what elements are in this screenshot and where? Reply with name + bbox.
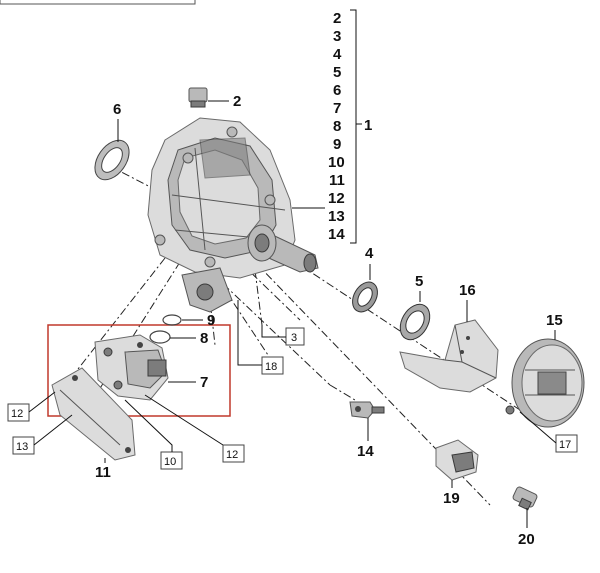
boxed-ref-10: 10 (160, 451, 183, 470)
callout-11: 11 (95, 464, 111, 481)
boxed-ref-13: 13 (12, 436, 35, 455)
highlight-frame (47, 324, 231, 417)
part-drum-cover (505, 338, 585, 428)
part-oring-9 (162, 314, 182, 326)
cropped-header-frame (0, 0, 196, 5)
kit-item-14: 14 (328, 226, 345, 243)
kit-item-13: 13 (328, 208, 345, 225)
kit-item-5: 5 (333, 64, 341, 81)
kit-item-2: 2 (333, 10, 341, 27)
kit-item-3: 3 (333, 28, 341, 45)
part-heat-shield (399, 319, 499, 393)
boxed-ref-3: 3 (285, 327, 305, 346)
callout-16: 16 (459, 282, 476, 299)
svg-text:3: 3 (291, 332, 297, 344)
svg-text:12: 12 (226, 449, 238, 461)
kit-item-7: 7 (333, 100, 341, 117)
kit-item-12: 12 (328, 190, 345, 207)
part-gearbox-housing (147, 117, 319, 313)
kit-item-4: 4 (333, 46, 342, 63)
callout-1: 1 (364, 117, 372, 134)
part-actuator-unit (94, 334, 169, 401)
svg-text:18: 18 (265, 361, 277, 373)
svg-text:13: 13 (16, 441, 28, 453)
callout-9: 9 (207, 312, 215, 329)
part-seal-ring-5 (399, 303, 431, 341)
callout-4: 4 (365, 245, 374, 262)
part-seal-ring-4 (352, 281, 378, 313)
callout-5: 5 (415, 273, 423, 290)
kit-item-9: 9 (333, 136, 341, 153)
svg-text:17: 17 (559, 439, 571, 451)
part-plug (188, 87, 208, 108)
callout-20: 20 (518, 531, 535, 548)
kit-bracket (350, 9, 362, 244)
boxed-ref-12-left: 12 (7, 403, 30, 422)
callout-14: 14 (357, 443, 374, 460)
callout-6: 6 (113, 101, 121, 118)
callout-15: 15 (546, 312, 563, 329)
kit-item-10: 10 (328, 154, 345, 171)
part-sensor (349, 401, 385, 419)
callout-2: 2 (233, 93, 241, 110)
kit-item-8: 8 (333, 118, 341, 135)
part-oring-8 (149, 330, 171, 344)
callout-7: 7 (200, 374, 208, 391)
part-bracket-plate (51, 367, 136, 461)
kit-list: 2 3 4 5 6 7 8 9 10 11 12 13 14 (328, 9, 362, 244)
svg-text:12: 12 (11, 408, 23, 420)
boxed-ref-12-right: 12 (222, 444, 245, 463)
kit-item-6: 6 (333, 82, 341, 99)
boxed-ref-17: 17 (555, 434, 578, 453)
callout-8: 8 (200, 330, 208, 347)
part-connector (435, 439, 479, 481)
callout-19: 19 (443, 490, 460, 507)
kit-item-11: 11 (329, 172, 345, 189)
boxed-ref-18: 18 (261, 356, 284, 375)
part-seal-ring-left (94, 139, 130, 181)
part-bolt (512, 486, 538, 511)
svg-text:10: 10 (164, 456, 176, 468)
